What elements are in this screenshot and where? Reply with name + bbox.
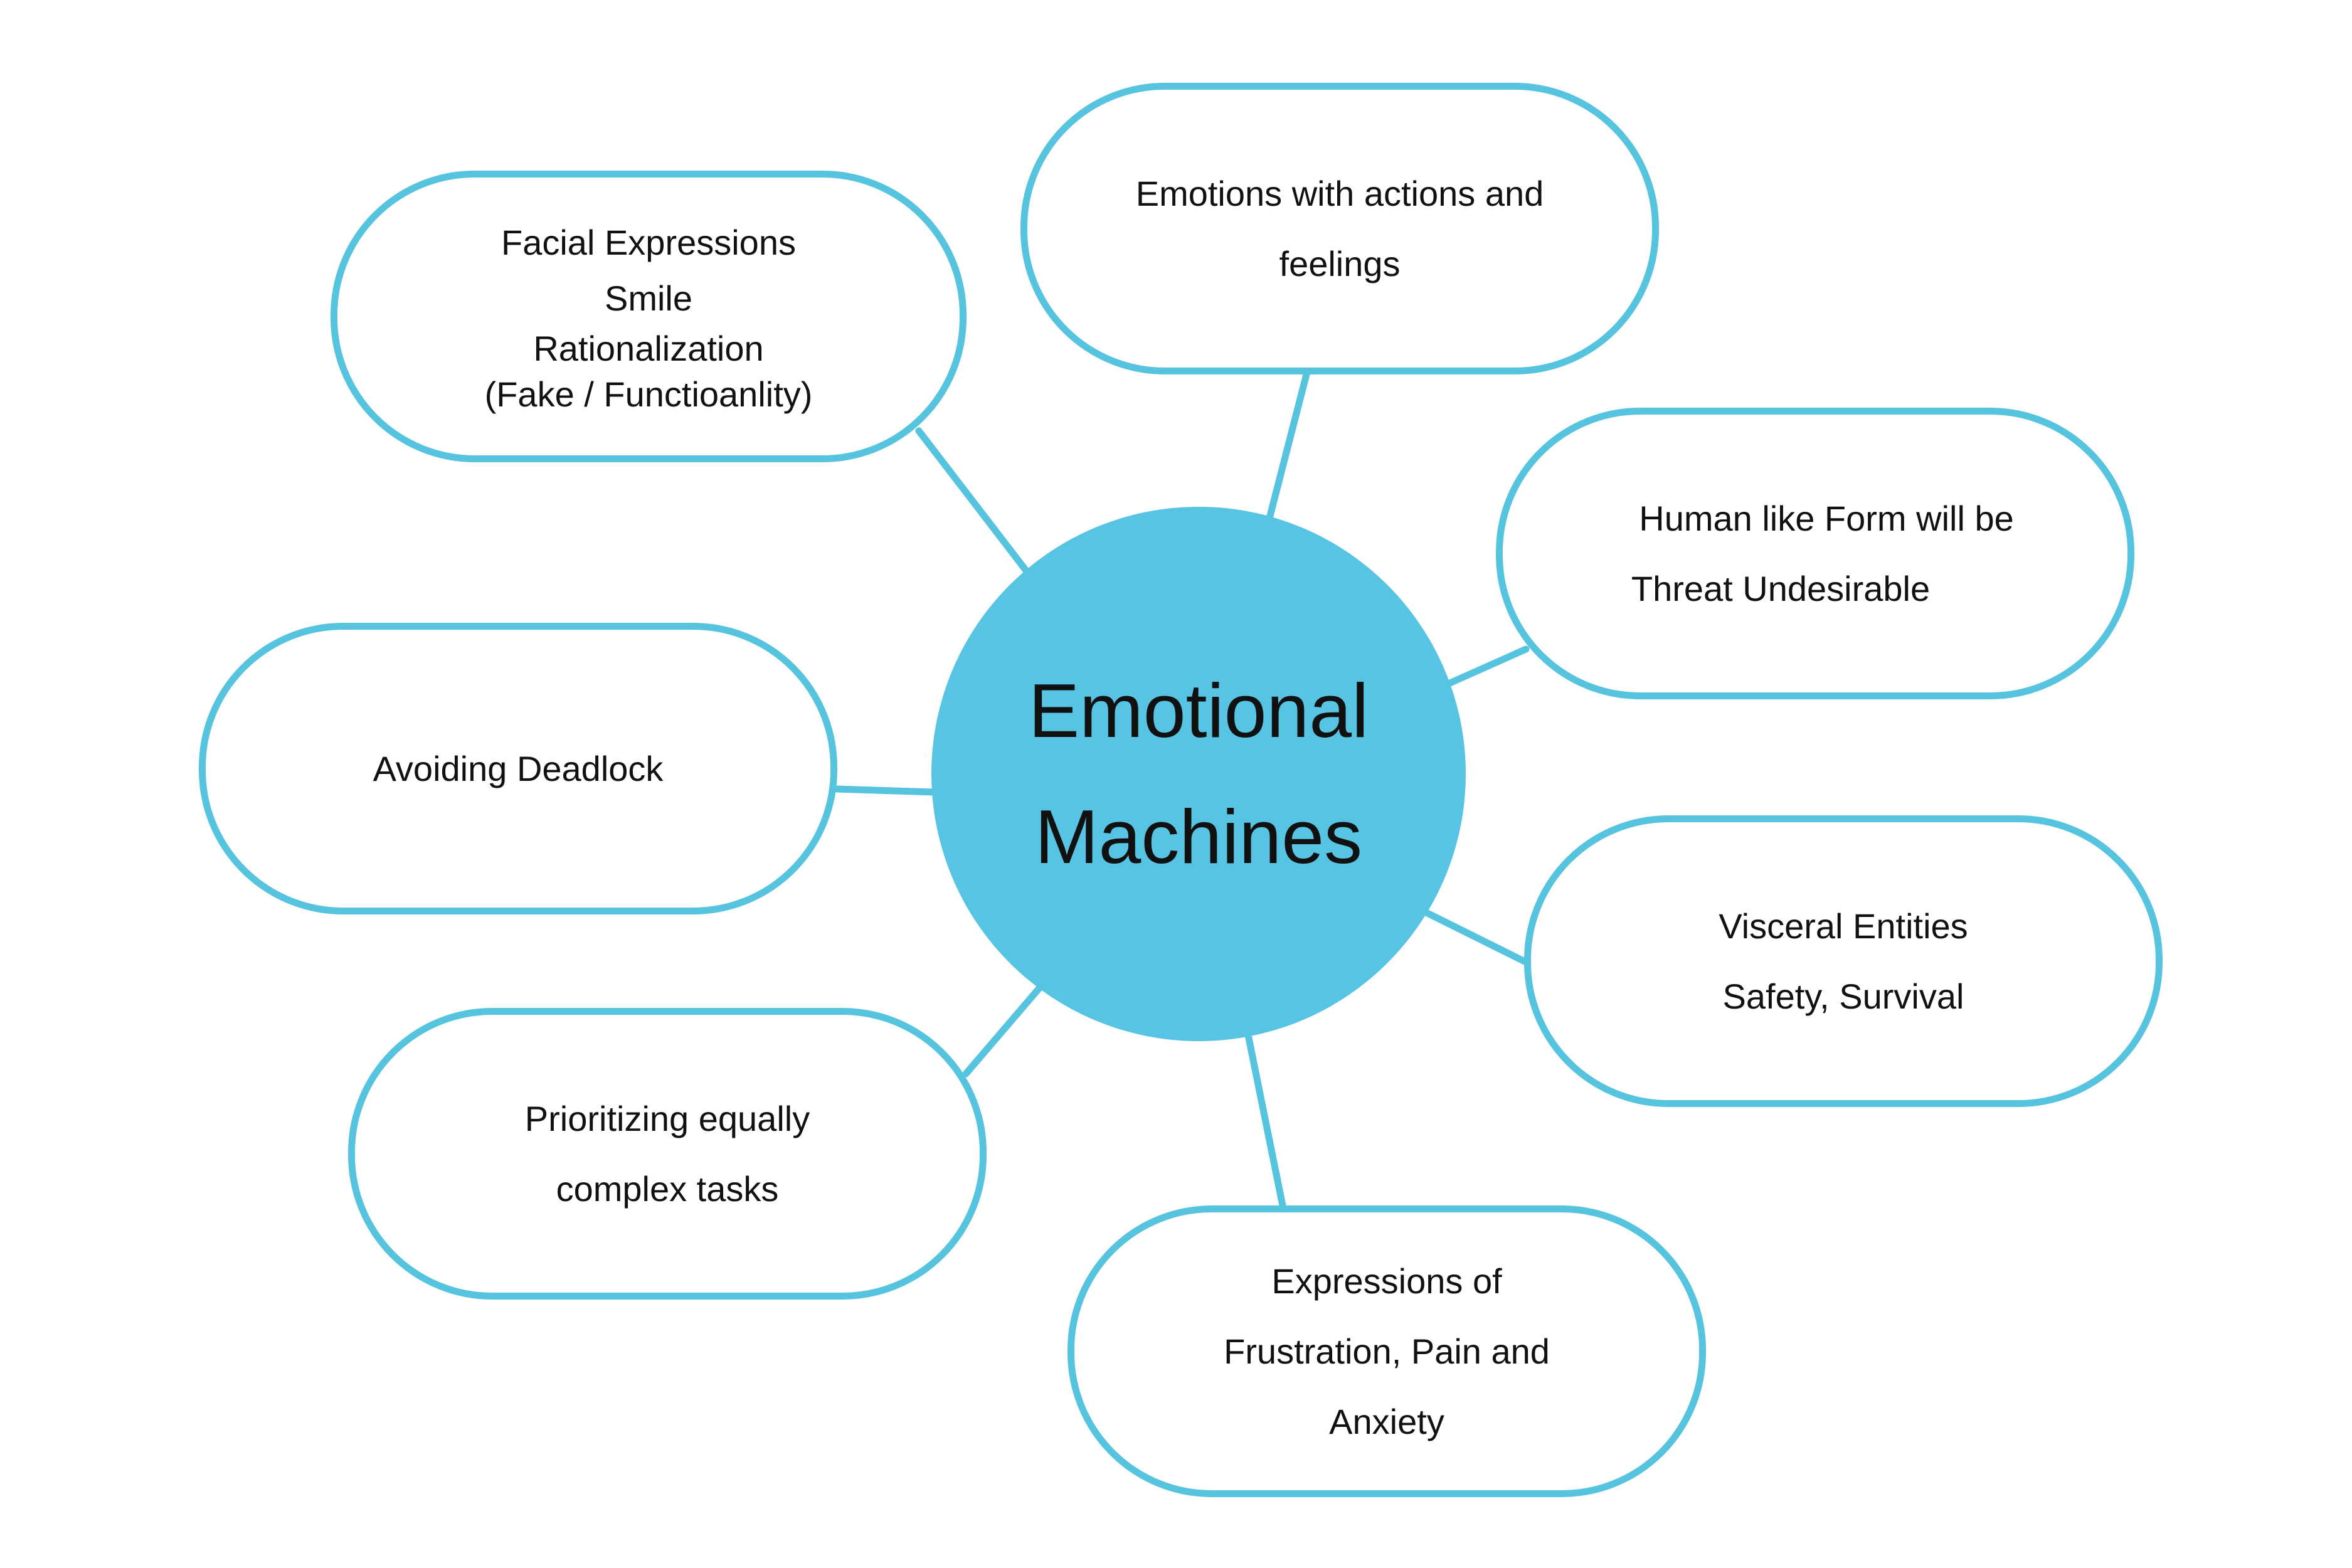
central-topic-line-2: Machines [1034, 794, 1363, 879]
node-expressions-of-frustration: Expressions of Frustration, Pain and Anx… [1067, 1205, 1706, 1497]
node-prioritizing-line-1: Prioritizing equally [524, 1098, 810, 1138]
node-facial-line-1: Facial Expressions [501, 223, 796, 263]
node-visceral-line-1: Visceral Entities [1719, 906, 1968, 946]
node-deadlock-line-1: Avoiding Deadlock [373, 748, 664, 788]
node-emotions-with-actions: Emotions with actions and feelings [1020, 83, 1659, 374]
node-human-line-2: Threat Undesirable [1631, 568, 1931, 608]
central-topic-emotional-machines: Emotional Machines [931, 507, 1466, 1041]
central-topic-line-1: Emotional [1028, 667, 1369, 753]
node-prioritizing-line-2: complex tasks [556, 1168, 779, 1209]
node-facial-line-3: Rationalization [533, 329, 764, 369]
node-expressions-line-1: Expressions of [1271, 1261, 1502, 1301]
connector-expressions [1244, 1031, 1286, 1209]
node-emotions-line-1: Emotions with actions and [1135, 173, 1544, 213]
node-expressions-line-3: Anxiety [1329, 1401, 1444, 1441]
connector-deadlock [834, 785, 938, 796]
connector-visceral [1420, 908, 1531, 967]
node-human-like-form: Human like Form will be Threat Undesirab… [1496, 408, 2134, 699]
node-facial-line-2: Smile [604, 278, 693, 318]
connector-human [1442, 645, 1530, 689]
connector-prioritizing [962, 982, 1045, 1078]
node-visceral-entities: Visceral Entities Safety, Survival [1524, 815, 2163, 1107]
node-expressions-line-2: Frustration, Pain and [1224, 1331, 1550, 1371]
node-prioritizing-tasks: Prioritizing equally complex tasks [348, 1008, 987, 1300]
connector-facial [915, 427, 1032, 578]
node-facial-expressions: Facial Expressions Smile Rationalization… [331, 171, 967, 462]
node-avoiding-deadlock: Avoiding Deadlock [199, 623, 837, 914]
node-visceral-line-2: Safety, Survival [1722, 976, 1964, 1016]
node-emotions-line-2: feelings [1279, 243, 1401, 283]
node-human-line-1: Human like Form will be [1639, 498, 2014, 538]
node-facial-line-4: (Fake / Functioanlity) [484, 374, 813, 414]
connector-emotions [1265, 371, 1310, 524]
